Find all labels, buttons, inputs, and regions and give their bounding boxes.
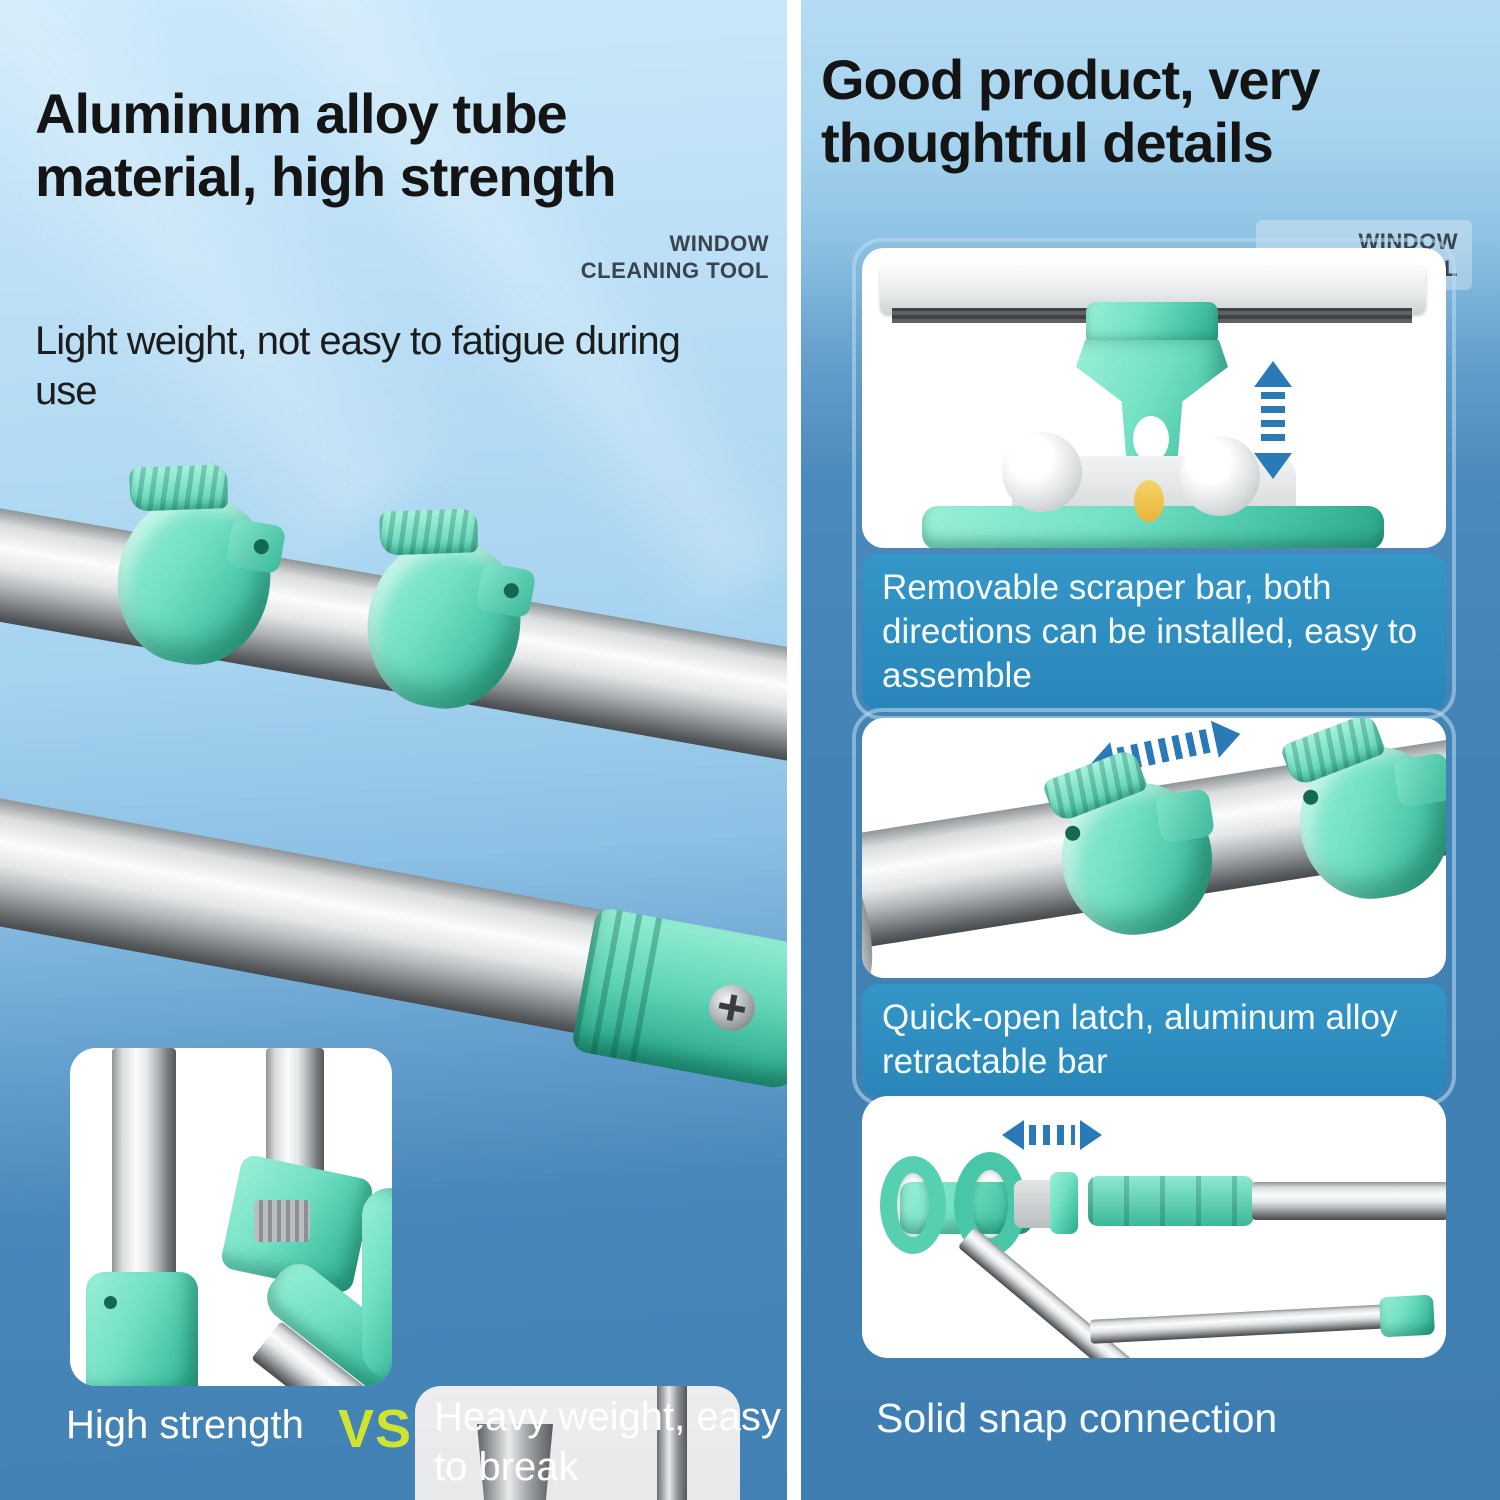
socket-hole: [104, 1296, 117, 1309]
right-title-line2: thoughtful details: [821, 111, 1274, 174]
up-down-double-arrow-icon: [1253, 361, 1293, 479]
aluminum-pole-bottom: [0, 793, 660, 1045]
left-title-line2: material, high strength: [35, 145, 617, 208]
clamp-body: [104, 484, 284, 676]
clamp-ear: [1392, 752, 1446, 808]
left-brand-badge: WINDOW CLEANING TOOL: [581, 230, 769, 284]
feature-caption-latch: Quick-open latch, aluminum alloy retract…: [862, 984, 1446, 1096]
handle-screw: [705, 980, 759, 1035]
comparison-bad-label: Heavy weight, easy to break: [434, 1395, 781, 1489]
clamp-ear: [1154, 788, 1216, 844]
rod-teal-tip: [1378, 1294, 1436, 1338]
pole-clamp: [1279, 718, 1446, 909]
clamp-latch-lever: [129, 464, 229, 512]
feature-photo-latch: [862, 718, 1446, 978]
arrow-head: [1210, 718, 1245, 758]
feature-photo-scraper: [862, 248, 1446, 548]
badge-line2: CLEANING TOOL: [580, 258, 769, 283]
comparison-good-label: High strength: [66, 1403, 304, 1447]
arrow-head: [1254, 453, 1292, 479]
feature-card-latch: Quick-open latch, aluminum alloy retract…: [852, 708, 1456, 1106]
bent-rod-funnel: [477, 1424, 553, 1500]
right-title: Good product, very thoughtful details: [821, 48, 1320, 174]
teal-edge-piece: [362, 1188, 392, 1378]
bracket-cap: [1086, 302, 1218, 346]
feature-card-scraper: Removable scraper bar, both directions c…: [852, 238, 1456, 720]
left-subtitle-line2: use: [35, 369, 97, 413]
left-panel: Aluminum alloy tube material, high stren…: [0, 0, 787, 1500]
arrow-shaft: [1029, 1125, 1075, 1145]
hinge-knob-left: [1002, 432, 1082, 512]
pole-clamp: [1041, 747, 1223, 945]
yellow-lock-button: [1134, 480, 1164, 522]
comparison-photo-strong: [70, 1048, 392, 1386]
clamp-body: [354, 528, 534, 720]
bracket-hole: [1133, 416, 1169, 462]
pole-handle: [570, 906, 787, 1092]
feature-caption-scraper: Removable scraper bar, both directions c…: [862, 554, 1446, 710]
feature-caption-snap: Solid snap connection: [876, 1395, 1278, 1441]
arrow-shaft: [1261, 392, 1285, 448]
right-panel: Good product, very thoughtful details WI…: [801, 0, 1500, 1500]
left-title-line1: Aluminum alloy tube: [35, 82, 568, 145]
pole-clamp: [354, 508, 537, 720]
vertical-pole: [112, 1048, 176, 1308]
pole-clamp: [104, 464, 287, 676]
teal-socket: [86, 1272, 198, 1386]
metal-latch-plate: [254, 1200, 310, 1242]
snap-connector-ring: [880, 1156, 946, 1254]
left-right-double-arrow-icon: [1002, 1118, 1102, 1152]
left-subtitle-line1: Light weight, not easy to fatigue during: [35, 319, 681, 363]
clamp-latch-lever: [379, 508, 479, 556]
left-title: Aluminum alloy tube material, high stren…: [35, 82, 617, 208]
connector-tip: [1050, 1172, 1078, 1234]
left-subtitle: Light weight, not easy to fatigue during…: [35, 316, 681, 416]
comparison-photo-weak: [415, 1386, 740, 1500]
panel-divider: [787, 0, 801, 1500]
snap-handle: [1088, 1176, 1254, 1226]
hinge-knob-right: [1180, 436, 1260, 516]
arrow-head: [1002, 1120, 1024, 1150]
snap-pole: [1252, 1182, 1446, 1220]
comparison-vs-label: VS: [338, 1399, 413, 1459]
arrow-head: [1080, 1120, 1102, 1150]
right-title-line1: Good product, very: [821, 48, 1320, 111]
bent-rod-kinked: [657, 1386, 687, 1500]
badge-line1: WINDOW: [669, 231, 769, 256]
bent-rod-horizontal: [1089, 1304, 1391, 1344]
feature-photo-snap: [862, 1096, 1446, 1358]
arrow-head: [1254, 361, 1292, 387]
